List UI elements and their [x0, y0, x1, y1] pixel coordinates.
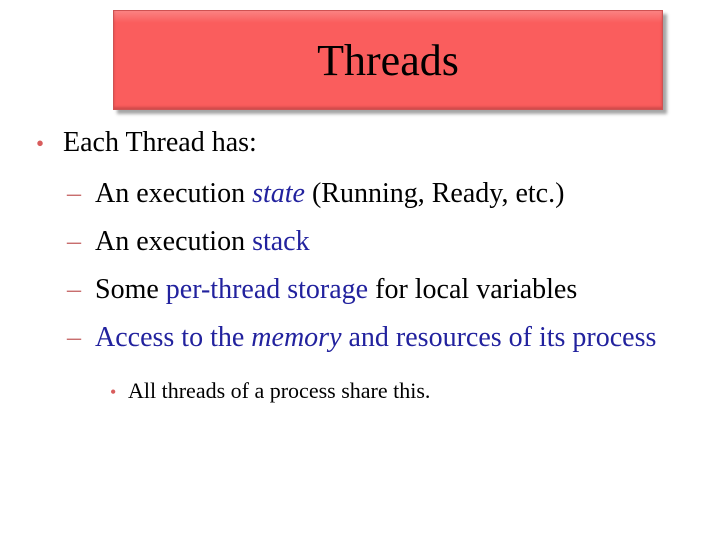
- slide-title: Threads: [317, 35, 459, 85]
- bullet-item-level-2: –Some per-thread storage for local varia…: [62, 273, 706, 307]
- dot-marker: •: [36, 131, 45, 156]
- bullet-text: All threads of a process share this.: [128, 377, 430, 405]
- text-segment: (Running, Ready, etc.): [304, 178, 565, 209]
- emphasized-text-segment: Access to the: [95, 322, 252, 353]
- slide-title-box: Threads: [113, 10, 663, 110]
- bullet-item-level-2: –An execution stack: [62, 225, 706, 259]
- bullet-text: An execution state (Running, Ready, etc.…: [95, 177, 564, 211]
- text-segment: for local variables: [368, 274, 578, 305]
- bullet-item-level-2: –Access to the memory and resources of i…: [62, 321, 706, 355]
- emphasized-text-segment: and resources of its process: [341, 322, 657, 353]
- bullet-text: Each Thread has:: [63, 126, 257, 160]
- bullet-item-level-3: • All threads of a process share this.: [104, 377, 706, 406]
- bullet-text: Access to the memory and resources of it…: [95, 321, 656, 355]
- bullet-text: An execution stack: [95, 225, 310, 259]
- emphasized-text-segment: per-thread storage: [165, 274, 369, 305]
- bullet-item-level-2: –An execution state (Running, Ready, etc…: [62, 177, 706, 211]
- dot-marker: •: [110, 382, 117, 402]
- text-segment: An execution: [95, 178, 253, 209]
- text-segment: An execution: [95, 226, 253, 257]
- text-segment: Each Thread has:: [63, 127, 257, 158]
- bullet-item-level-1: • Each Thread has:: [30, 126, 706, 161]
- dash-marker: –: [67, 322, 81, 353]
- bullet-list: •Each Thread has:–An execution state (Ru…: [0, 126, 706, 406]
- emphasized-text-segment: stack: [252, 226, 310, 257]
- text-segment: All threads of a process share this.: [128, 378, 431, 403]
- dash-marker: –: [67, 226, 81, 257]
- bullet-text: Some per-thread storage for local variab…: [95, 273, 577, 307]
- text-segment: Some: [95, 274, 166, 305]
- dash-marker: –: [67, 274, 81, 305]
- dash-marker: –: [67, 178, 81, 209]
- emphasized-text-segment: state: [252, 178, 305, 209]
- emphasized-text-segment: memory: [251, 322, 342, 353]
